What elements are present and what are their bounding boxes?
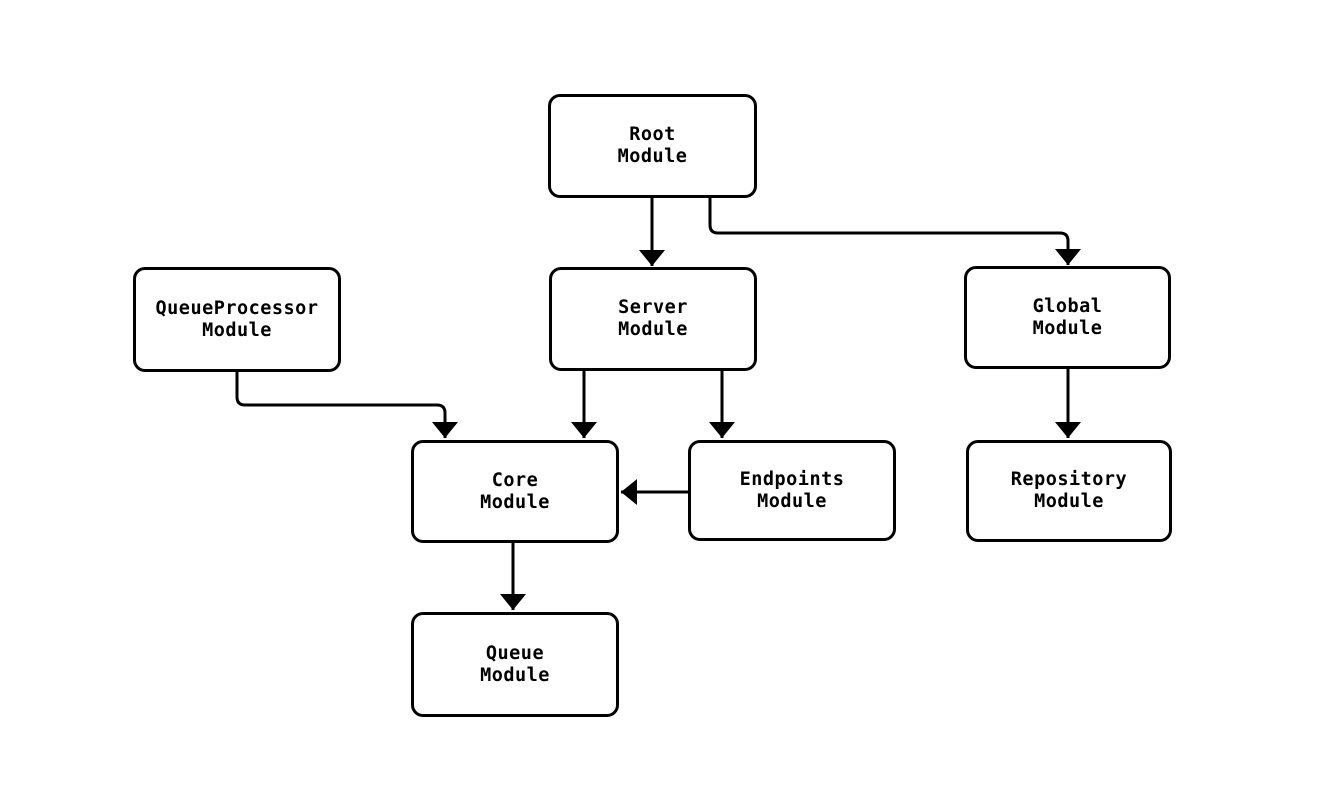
node-label: QueueProcessor Module: [155, 297, 319, 341]
node-queue-module: Queue Module: [411, 612, 619, 717]
node-global-module: Global Module: [964, 266, 1171, 369]
node-repository-module: Repository Module: [966, 440, 1172, 542]
node-endpoints-module: Endpoints Module: [688, 440, 896, 541]
edge-queueprocessor-to-core: [235, 372, 458, 438]
node-queueprocessor-module: QueueProcessor Module: [133, 267, 341, 372]
node-label: Global Module: [1032, 295, 1103, 339]
node-label: Repository Module: [1010, 469, 1128, 512]
edge-root-to-global: [708, 198, 1081, 265]
node-server-module: Server Module: [549, 267, 757, 371]
node-root-module: Root Module: [548, 94, 757, 198]
node-label: Endpoints Module: [739, 468, 845, 512]
node-core-module: Core Module: [411, 440, 619, 543]
node-label: Server Module: [618, 297, 688, 340]
node-label: Queue Module: [480, 642, 550, 686]
node-label: Core Module: [480, 469, 550, 513]
node-label: Root Module: [617, 124, 688, 167]
